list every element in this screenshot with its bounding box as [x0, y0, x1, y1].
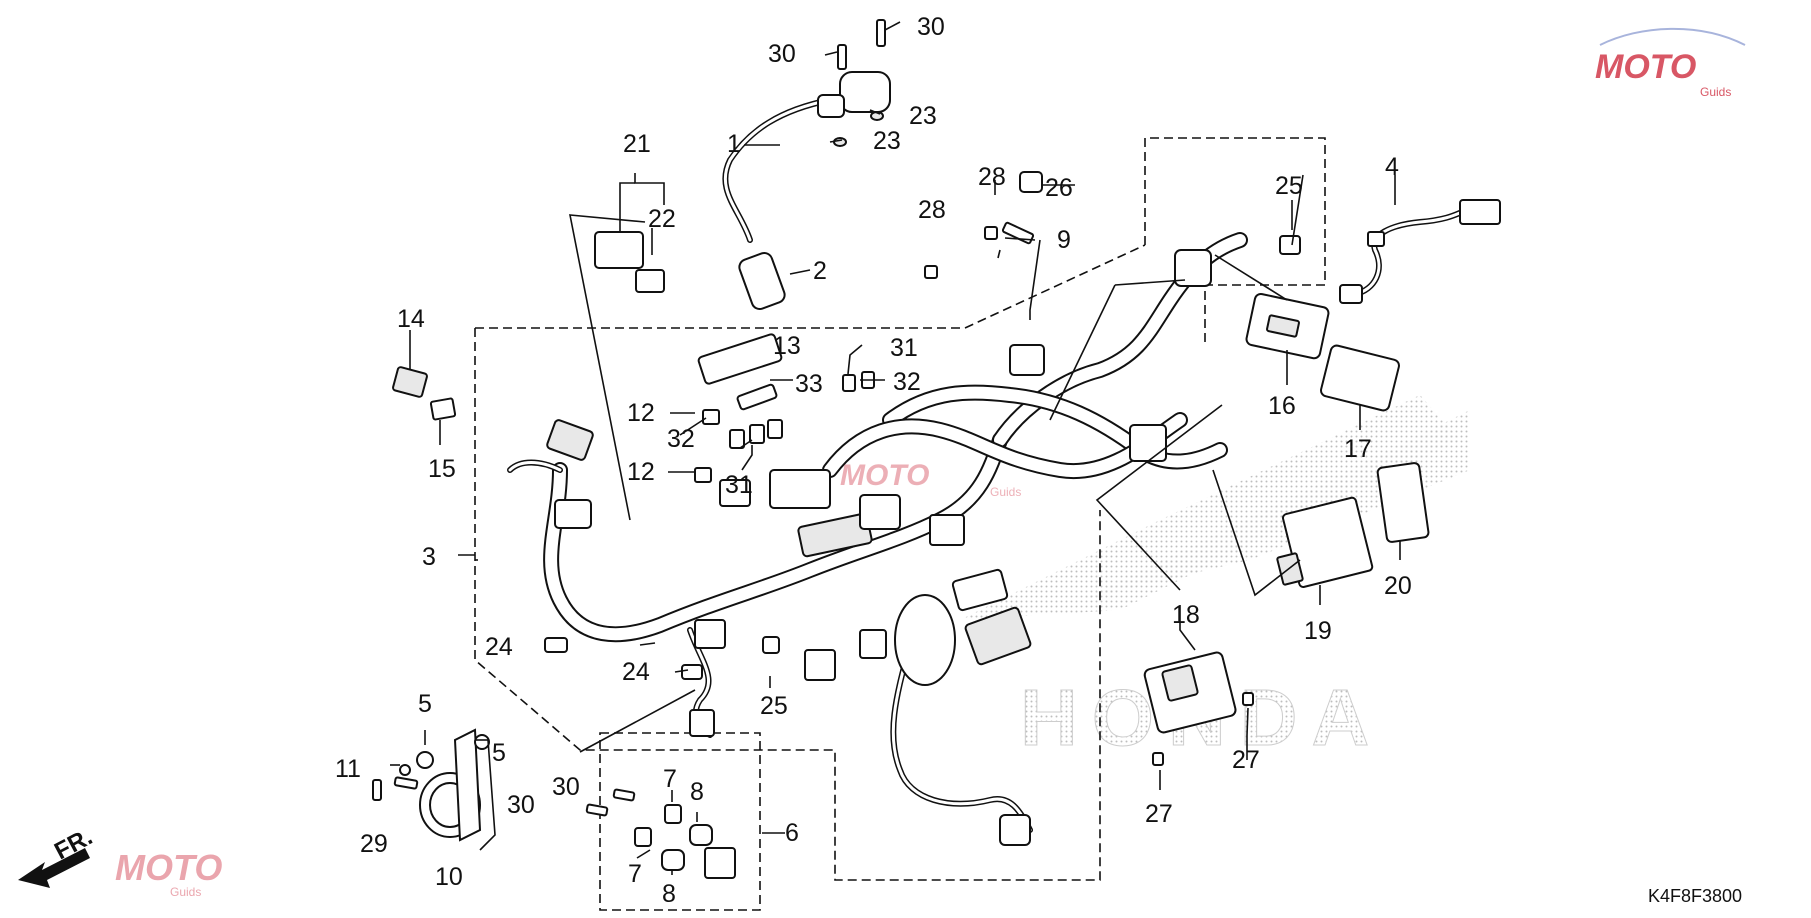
watermark-logo: MOTO Guids — [1595, 27, 1746, 99]
sub-harness — [1339, 199, 1501, 304]
callout-9: 9 — [1057, 226, 1071, 254]
callout-20: 20 — [1384, 572, 1412, 600]
watermark-logo-bottom: MOTO Guids — [115, 847, 222, 899]
callout-30: 30 — [507, 791, 535, 819]
callout-18: 18 — [1172, 601, 1200, 629]
callout-5: 5 — [418, 690, 432, 718]
callout-1: 1 — [727, 130, 741, 158]
callout-12: 12 — [627, 458, 655, 486]
drawing-code: K4F8F3800 — [1648, 886, 1742, 906]
callout-19: 19 — [1304, 617, 1332, 645]
front-label: FR. — [50, 823, 97, 865]
callout-22: 22 — [648, 205, 676, 233]
callout-25: 25 — [1275, 172, 1303, 200]
callout-27: 27 — [1232, 746, 1260, 774]
front-direction-indicator: FR. — [18, 823, 97, 888]
watermark-brand-text: MOTO — [115, 847, 222, 888]
callout-14: 14 — [397, 305, 425, 333]
callout-30: 30 — [768, 40, 796, 68]
horn — [399, 728, 490, 842]
callout-11: 11 — [335, 755, 361, 783]
watermark-brand-text: MOTO — [840, 459, 929, 492]
modules — [1143, 292, 1430, 734]
callout-6: 6 — [785, 819, 799, 847]
fuse-holder — [392, 366, 457, 421]
callout-10: 10 — [435, 863, 463, 891]
watermark-sub-text: Guids — [170, 885, 201, 899]
callout-13: 13 — [773, 332, 801, 360]
callout-31: 31 — [890, 334, 918, 362]
callout-31: 31 — [725, 471, 753, 499]
fuse-box — [694, 333, 875, 483]
sensor-kit — [634, 804, 736, 879]
callout-16: 16 — [1268, 392, 1296, 420]
callout-26: 26 — [1045, 174, 1073, 202]
callout-15: 15 — [428, 455, 456, 483]
watermark-brand-text: MOTO — [1595, 48, 1696, 86]
callout-28: 28 — [978, 163, 1006, 191]
callout-17: 17 — [1344, 435, 1372, 463]
callout-8: 8 — [662, 880, 676, 908]
spark-plug-cap — [738, 252, 786, 310]
callout-21: 21 — [623, 130, 651, 158]
watermark-logo-center: MOTO Guids — [840, 459, 1021, 499]
fasteners — [372, 19, 1301, 817]
relay-assembly — [594, 231, 665, 293]
callout-24: 24 — [485, 633, 513, 661]
callout-27: 27 — [1145, 800, 1173, 828]
callout-8: 8 — [690, 778, 704, 806]
callout-23: 23 — [873, 127, 901, 155]
callout-23: 23 — [909, 102, 937, 130]
leader-lines — [390, 21, 1401, 875]
callout-28: 28 — [918, 196, 946, 224]
callout-labels: 1 2 3 4 5 5 6 7 7 8 8 9 10 11 12 12 13 1… — [335, 13, 1412, 908]
callout-30: 30 — [917, 13, 945, 41]
harness-connectors — [546, 249, 1212, 846]
callout-5: 5 — [492, 739, 506, 767]
callout-7: 7 — [663, 765, 677, 793]
callout-32: 32 — [667, 425, 695, 453]
callout-4: 4 — [1385, 153, 1399, 181]
watermark-sub-text: Guids — [1700, 85, 1731, 99]
callout-3: 3 — [422, 543, 436, 571]
callout-29: 29 — [360, 830, 388, 858]
callout-32: 32 — [893, 368, 921, 396]
callout-7: 7 — [628, 860, 642, 888]
callout-24: 24 — [622, 658, 650, 686]
callout-33: 33 — [795, 370, 823, 398]
callout-2: 2 — [813, 257, 827, 285]
callout-25: 25 — [760, 692, 788, 720]
watermark-sub-text: Guids — [990, 485, 1021, 499]
callout-12: 12 — [627, 399, 655, 427]
callout-30: 30 — [552, 773, 580, 801]
ignition-coil — [722, 71, 891, 243]
